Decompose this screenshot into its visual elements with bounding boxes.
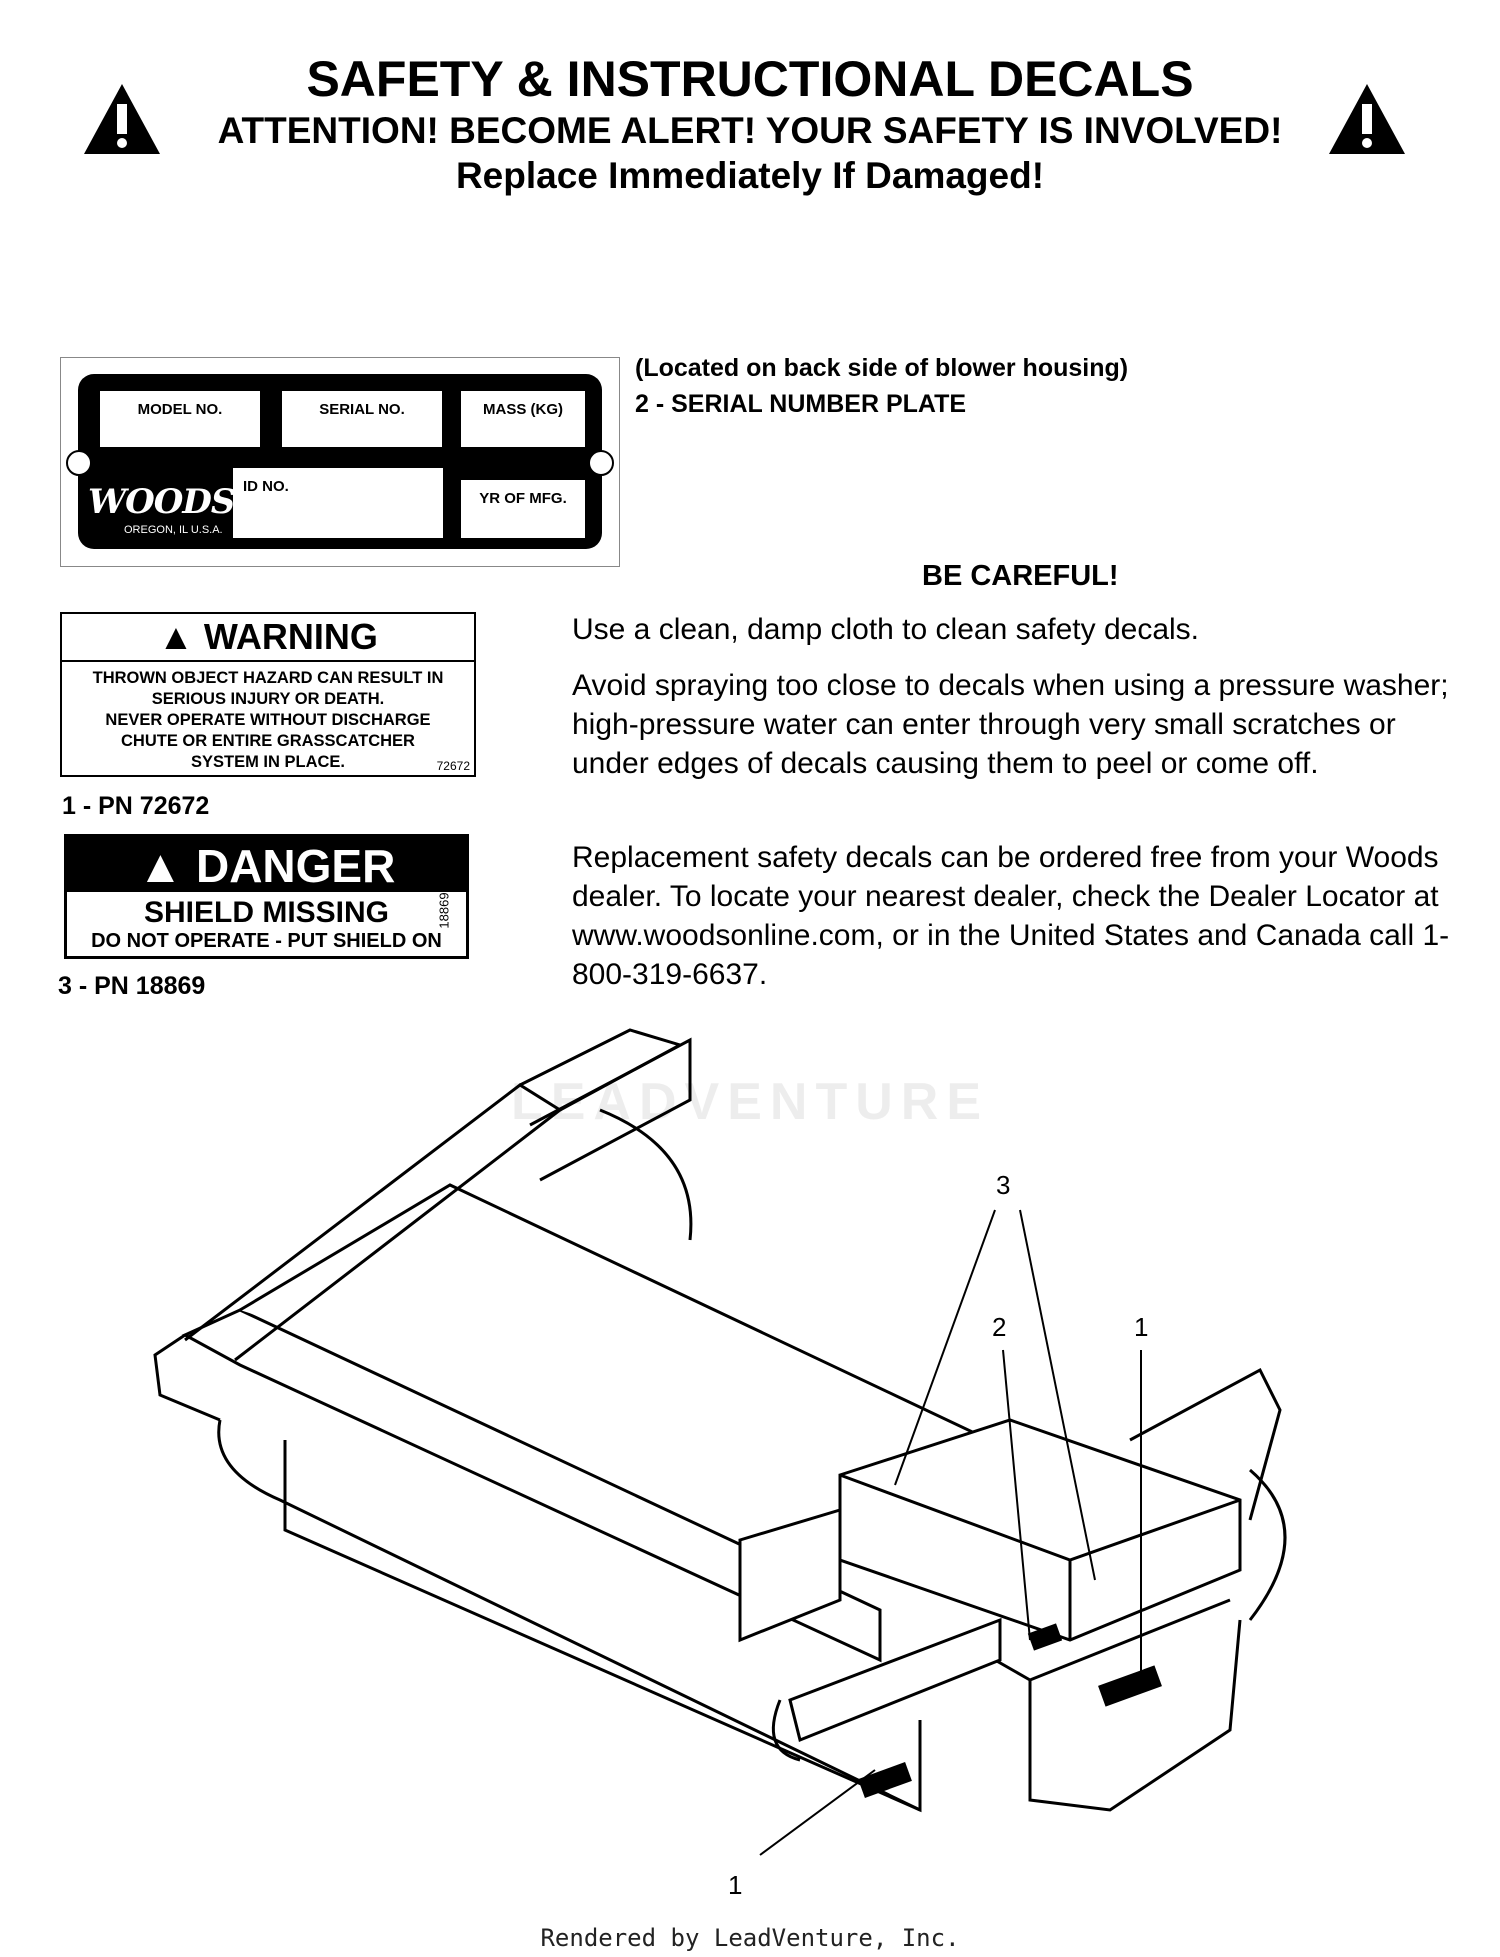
danger-line-2: DO NOT OPERATE - PUT SHIELD ON <box>91 930 442 952</box>
warning-line: SYSTEM IN PLACE. <box>190 753 346 771</box>
care-paragraph-3: Replacement safety decals can be ordered… <box>572 841 1450 991</box>
serial-no-cell: SERIAL NO. <box>282 391 442 447</box>
warning-decal-caption: 1 - PN 72672 <box>62 792 210 820</box>
attention-line: ATTENTION! BECOME ALERT! YOUR SAFETY IS … <box>217 110 1283 151</box>
deck-body <box>153 1183 1004 1813</box>
callout-2: 2 <box>992 1312 1007 1342</box>
care-paragraph-1: Use a clean, damp cloth to clean safety … <box>572 613 1200 646</box>
plate-location: OREGON, IL U.S.A. <box>124 524 223 536</box>
footer-credit: Rendered by LeadVenture, Inc. <box>540 1924 960 1952</box>
model-no-cell: MODEL NO. <box>100 391 260 447</box>
care-paragraph-2: Avoid spraying too close to decals when … <box>572 669 1449 780</box>
mass-cell: MASS (KG) <box>461 391 585 447</box>
replace-line: Replace Immediately If Damaged! <box>455 155 1045 196</box>
alert-triangle-icon-left <box>84 84 160 154</box>
right-arm <box>771 1617 1002 1762</box>
watermark: LEADVENTURE <box>510 1073 990 1131</box>
warning-line: NEVER OPERATE WITHOUT DISCHARGE <box>105 711 431 729</box>
callout-1-right: 1 <box>1134 1312 1149 1342</box>
danger-heading: DANGER <box>195 840 396 892</box>
danger-decal-caption: 3 - PN 18869 <box>58 972 206 1000</box>
be-careful-heading: BE CAREFUL! <box>922 560 1119 592</box>
year-cell: YR OF MFG. <box>461 480 585 538</box>
callout-3: 3 <box>996 1170 1011 1200</box>
id-no-cell: ID NO. <box>233 468 443 538</box>
callout-leaders <box>759 1209 1142 1856</box>
plate-location-note: (Located on back side of blower housing) <box>635 354 1129 382</box>
page-title: SAFETY & INSTRUCTIONAL DECALS <box>306 51 1194 107</box>
danger-decal-number: 18869 <box>436 892 452 929</box>
warning-triangle-icon: ▲ <box>158 616 194 657</box>
warning-line: SERIOUS INJURY OR DEATH. <box>151 690 385 708</box>
warning-line: CHUTE OR ENTIRE GRASSCATCHER <box>121 732 415 750</box>
danger-triangle-icon: ▲ <box>137 840 184 892</box>
danger-line-1: SHIELD MISSING <box>143 896 390 929</box>
danger-decal: ▲ DANGER SHIELD MISSING DO NOT OPERATE -… <box>64 834 469 959</box>
warning-decal-number: 72672 <box>436 759 470 773</box>
serial-plate-frame <box>60 357 620 567</box>
woods-logo: WOODS <box>88 482 235 522</box>
mower-deck-diagram <box>153 1028 1287 1856</box>
mounting-hole <box>66 450 92 476</box>
warning-heading: WARNING <box>203 616 378 657</box>
left-arm <box>184 1028 693 1362</box>
callout-1-bottom: 1 <box>728 1870 743 1900</box>
warning-decal: ▲ WARNING THROWN OBJECT HAZARD CAN RESUL… <box>60 612 476 777</box>
serial-number-plate: MODEL NO. SERIAL NO. MASS (KG) ID NO. YR… <box>66 374 614 549</box>
mounting-hole <box>588 450 614 476</box>
alert-triangle-icon-right <box>1329 84 1405 154</box>
decal-locations <box>858 1623 1162 1798</box>
warning-line: THROWN OBJECT HAZARD CAN RESULT IN <box>92 669 444 687</box>
plate-caption: 2 - SERIAL NUMBER PLATE <box>635 390 967 418</box>
